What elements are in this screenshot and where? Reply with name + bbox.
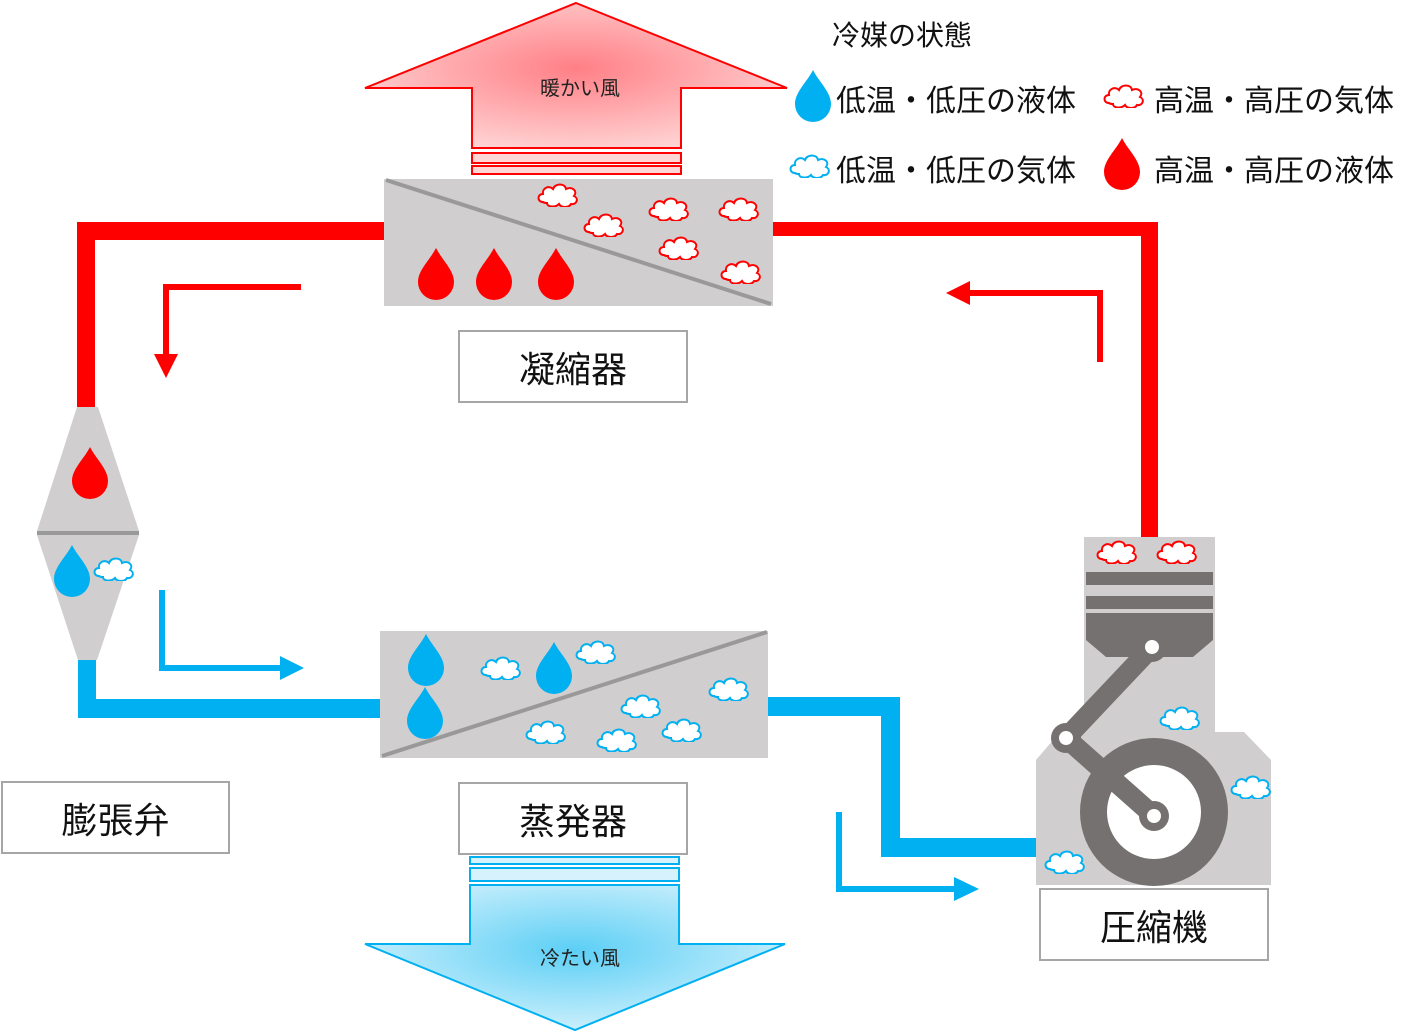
red-cloud-icon [1103, 84, 1144, 108]
red-cloud-icon [537, 183, 578, 207]
flow-arrow-compressor-to-condenser [946, 281, 1103, 362]
blue-cloud-icon [1230, 775, 1271, 799]
blue-cloud-icon [708, 677, 749, 701]
condenser-label: 凝縮器 [458, 330, 688, 403]
blue-cloud-icon [661, 718, 702, 742]
red-cloud-icon [648, 197, 689, 221]
cold-pipe [78, 660, 1038, 857]
condenser-unit [384, 178, 773, 306]
cold-air-label: 冷たい風 [540, 946, 620, 970]
legend-label-high-temp-liquid: 高温・高圧の液体 [1154, 154, 1394, 189]
blue-cloud-icon [525, 720, 566, 744]
evaporator-unit [380, 630, 768, 758]
evaporator-label: 蒸発器 [458, 782, 688, 855]
flow-arrow-evaporator-to-compressor [836, 812, 979, 901]
red-cloud-icon [1156, 540, 1197, 564]
blue-cloud-icon [596, 728, 637, 752]
blue-cloud-icon [480, 656, 521, 680]
legend-label-low-temp-liquid: 低温・低圧の液体 [836, 84, 1076, 119]
compressor-label: 圧縮機 [1039, 888, 1269, 961]
red-cloud-icon [658, 236, 699, 260]
red-cloud-icon [718, 197, 759, 221]
flow-arrow-valve-to-evaporator [159, 590, 304, 680]
expansion-valve-unit [37, 407, 139, 660]
warm-air-label: 暖かい風 [540, 76, 620, 100]
blue-cloud-icon [1159, 706, 1200, 730]
legend-label-low-temp-gas: 低温・低圧の気体 [836, 154, 1076, 189]
compressor-unit [1036, 537, 1271, 886]
cold-air-arrow [364, 856, 786, 1032]
red-cloud-icon [720, 260, 761, 284]
blue-cloud-icon [93, 557, 134, 581]
red-cloud-icon [1096, 540, 1137, 564]
blue-cloud-icon [789, 154, 830, 178]
expansion-valve-label: 膨張弁 [1, 781, 230, 854]
blue-cloud-icon [620, 694, 661, 718]
red-cloud-icon [583, 213, 624, 237]
legend-title: 冷媒の状態 [832, 19, 973, 52]
blue-drop-icon [795, 70, 831, 122]
hot-pipe [77, 222, 1158, 540]
legend-label-high-temp-gas: 高温・高圧の気体 [1154, 84, 1394, 119]
flow-arrow-condenser-to-valve [154, 284, 301, 378]
blue-cloud-icon [1044, 850, 1085, 874]
red-drop-icon [1104, 138, 1140, 190]
warm-air-arrow [364, 1, 788, 175]
blue-cloud-icon [575, 640, 616, 664]
